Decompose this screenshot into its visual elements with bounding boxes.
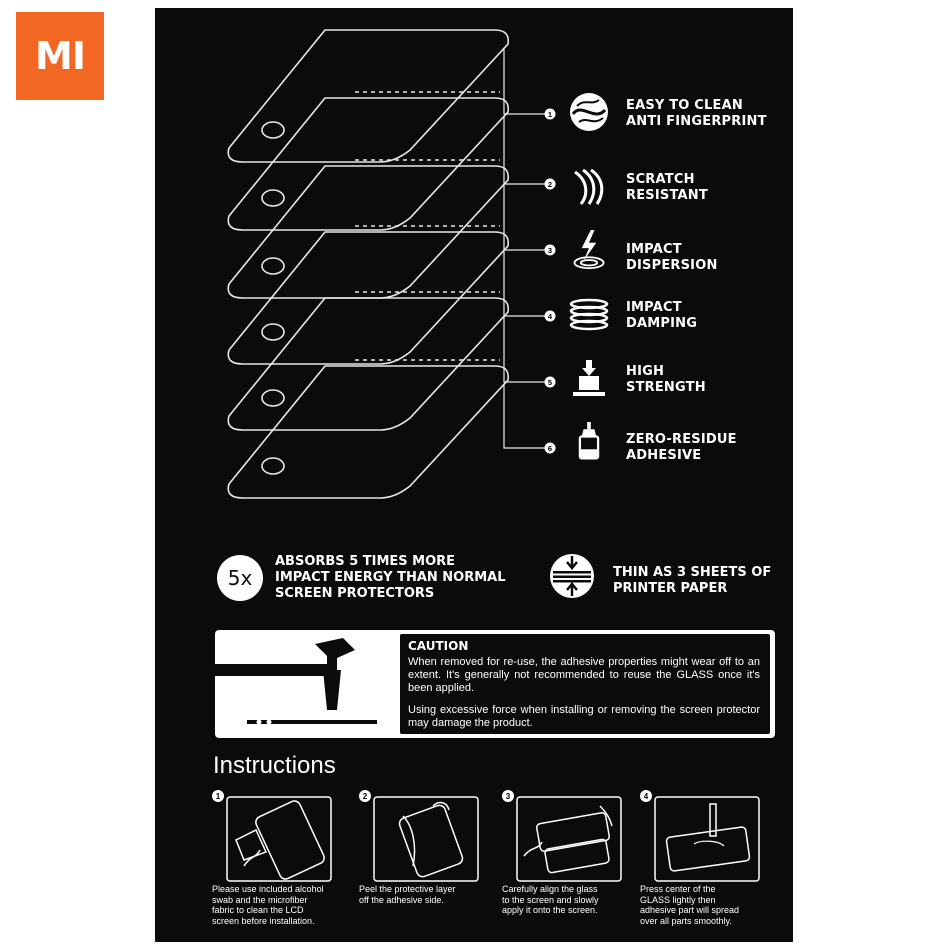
connector-line bbox=[503, 316, 545, 383]
caution-title: CAUTION bbox=[408, 639, 469, 653]
step-caption-line: GLASS lightly then bbox=[640, 894, 716, 905]
step-caption-line: over all parts smoothly. bbox=[640, 915, 732, 926]
feature-number-badge bbox=[544, 376, 556, 388]
home-button-outline bbox=[261, 121, 285, 139]
absorb-line: ABSORBS 5 TIMES MORE bbox=[275, 554, 456, 569]
caution-text: When removed for re-use, the adhesive pr… bbox=[408, 656, 760, 694]
feature-number: 5 bbox=[548, 378, 552, 387]
step-caption-line: Peel the protective layer bbox=[359, 884, 456, 894]
glass-layer bbox=[227, 297, 510, 431]
glue-bottle-icon bbox=[578, 422, 600, 460]
caution-panel: CAUTION When removed for re-use, the adh… bbox=[215, 630, 775, 738]
feature-number-badge bbox=[544, 442, 556, 454]
thin-text: THIN AS 3 SHEETS OF PRINTER PAPER bbox=[613, 565, 771, 597]
feature-label: DAMPING bbox=[626, 316, 698, 331]
feature-number-badge bbox=[544, 310, 556, 322]
connector-line bbox=[503, 384, 545, 449]
step-caption-line: off the adhesive side. bbox=[359, 894, 444, 905]
feature-number: 6 bbox=[548, 444, 552, 453]
feature-number: 3 bbox=[548, 246, 552, 255]
feature-label: DISPERSION bbox=[626, 258, 718, 273]
peel-layer-illustration bbox=[373, 796, 479, 882]
home-button-outline bbox=[261, 389, 285, 407]
glass-layer bbox=[227, 97, 510, 231]
step-caption-line: swab and the microfiber bbox=[212, 894, 308, 905]
glass-layer bbox=[227, 231, 510, 365]
fingerprint-icon bbox=[570, 93, 608, 131]
step-number: 3 bbox=[502, 790, 514, 802]
step-caption: Press center of the GLASS lightly then a… bbox=[640, 884, 780, 926]
step-caption: Carefully align the glass to the screen … bbox=[502, 884, 642, 916]
step-caption-line: to the screen and slowly bbox=[502, 894, 599, 905]
connector-line bbox=[503, 184, 545, 251]
step-caption-line: Carefully align the glass bbox=[502, 884, 598, 894]
absorb-text: ABSORBS 5 TIMES MORE IMPACT ENERGY THAN … bbox=[275, 554, 506, 602]
brand-logo-text: MI bbox=[35, 34, 86, 78]
step-caption-line: Please use included alcohol bbox=[212, 884, 324, 894]
align-glass-illustration bbox=[516, 796, 622, 882]
glass-layer bbox=[227, 29, 510, 163]
feature-label: IMPACT bbox=[626, 300, 682, 315]
step-caption-line: apply it onto the screen. bbox=[502, 905, 598, 915]
feature-label: HIGH bbox=[626, 364, 665, 379]
step-caption-line: screen before installation. bbox=[212, 915, 315, 926]
step-caption-line: adhesive part will spread bbox=[640, 905, 740, 915]
caution-box: CAUTION When removed for re-use, the adh… bbox=[400, 634, 770, 734]
absorb-line: IMPACT ENERGY THAN NORMAL bbox=[275, 570, 506, 585]
feature-label: RESISTANT bbox=[626, 188, 708, 203]
layer-stack-illustration: 1 2 3 4 5 6 bbox=[227, 29, 556, 499]
step-caption-line: Press center of the bbox=[640, 884, 716, 894]
feature-number: 4 bbox=[548, 312, 553, 321]
feature-number-badge bbox=[544, 178, 556, 190]
home-button-outline bbox=[261, 457, 285, 475]
press-center-illustration bbox=[654, 796, 760, 882]
lightning-impact-icon bbox=[573, 230, 605, 270]
feature-label: STRENGTH bbox=[626, 380, 706, 395]
connector-line bbox=[503, 250, 545, 317]
caution-text: Using excessive force when installing or… bbox=[408, 704, 760, 729]
step-caption: Please use included alcohol swab and the… bbox=[212, 884, 352, 926]
connector-line bbox=[503, 48, 545, 115]
instructions-title: Instructions bbox=[213, 752, 336, 779]
five-times-badge: 5x bbox=[217, 555, 263, 601]
home-button-outline bbox=[261, 257, 285, 275]
feature-label: ANTI FINGERPRINT bbox=[626, 114, 767, 129]
step-number: 4 bbox=[640, 790, 652, 802]
feature-number-badge bbox=[544, 108, 556, 120]
home-button-outline bbox=[261, 189, 285, 207]
clean-screen-illustration bbox=[226, 796, 332, 882]
scratch-icon bbox=[574, 168, 604, 205]
feature-number-badge bbox=[544, 244, 556, 256]
feature-label: EASY TO CLEAN bbox=[626, 98, 743, 113]
connector-line bbox=[503, 116, 545, 185]
glass-layer bbox=[227, 365, 510, 499]
step-caption-line: fabric to clean the LCD bbox=[212, 905, 304, 915]
absorb-line: SCREEN PROTECTORS bbox=[275, 586, 435, 601]
feature-label: IMPACT bbox=[626, 242, 682, 257]
weight-press-icon bbox=[573, 360, 605, 396]
brand-logo: MI bbox=[16, 12, 104, 100]
feature-label: ADHESIVE bbox=[626, 448, 702, 463]
step-number: 1 bbox=[212, 790, 224, 802]
layers-stack-icon bbox=[569, 298, 609, 331]
home-button-outline bbox=[261, 323, 285, 341]
thin-sheets-icon bbox=[550, 554, 594, 598]
hammer-icon bbox=[215, 638, 377, 725]
feature-number: 2 bbox=[548, 180, 552, 189]
glass-layer bbox=[227, 165, 510, 299]
feature-number: 1 bbox=[548, 110, 552, 119]
step-caption: Peel the protective layer off the adhesi… bbox=[359, 884, 499, 905]
feature-label: ZERO-RESIDUE bbox=[626, 432, 737, 447]
step-number: 2 bbox=[359, 790, 371, 802]
thin-line: THIN AS 3 SHEETS OF bbox=[613, 565, 772, 580]
thin-line: PRINTER PAPER bbox=[613, 581, 728, 596]
feature-label: SCRATCH bbox=[626, 172, 695, 187]
